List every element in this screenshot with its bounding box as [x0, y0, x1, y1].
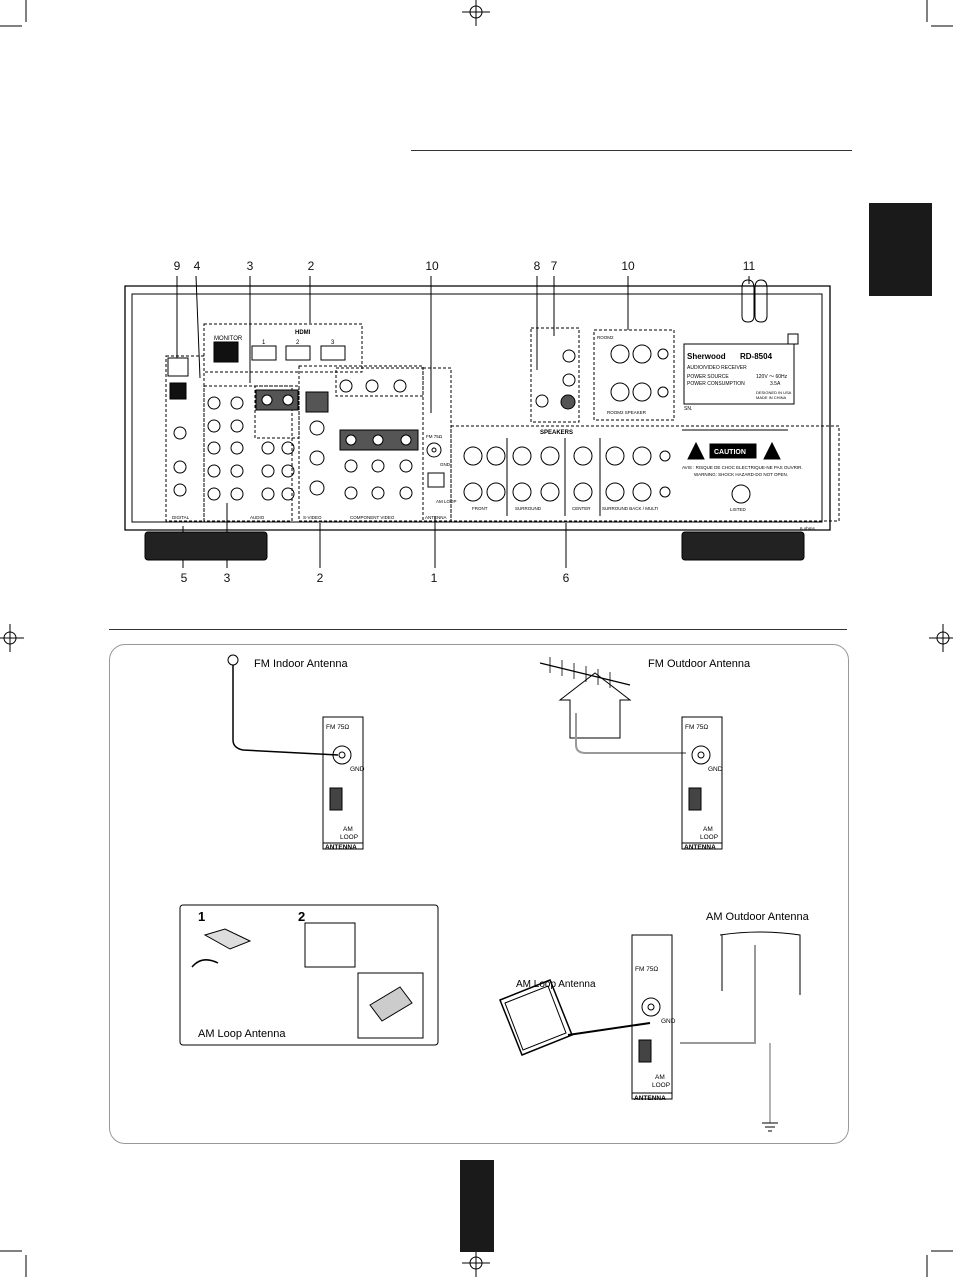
- callout-10b: 10: [621, 259, 635, 273]
- left-antenna-label: ANTENNA: [325, 844, 357, 851]
- power-source-value: 120V ～ 60Hz: [756, 374, 788, 380]
- right-antenna-label: ANTENNA: [684, 844, 716, 851]
- section-tab: [869, 203, 932, 296]
- fm-indoor-antenna-label: FM Indoor Antenna: [254, 658, 348, 670]
- gnd-label: GND: [440, 462, 451, 467]
- monitor-label: MONITOR: [214, 336, 243, 342]
- room2-speaker-label: ROOM2 SPEAKER: [607, 410, 647, 415]
- section-rule: [109, 629, 847, 630]
- callout-11: 11: [742, 259, 756, 273]
- step-2-label: 2: [298, 909, 305, 924]
- brand-label: Sherwood: [687, 352, 726, 361]
- rear-panel-diagram: HDMI MONITOR 1 2 3 SPEAKERS FRONT SURROU…: [124, 275, 840, 568]
- callout-6: 6: [562, 571, 570, 585]
- center-label: CENTER: [572, 506, 591, 511]
- surround-label: SURROUND: [515, 506, 542, 511]
- callout-1: 1: [430, 571, 438, 585]
- sn-label: SN.: [684, 406, 692, 412]
- callout-10: 10: [425, 259, 439, 273]
- room2-label: ROOM2: [597, 335, 614, 340]
- left-am-label: AM: [343, 826, 353, 833]
- right-gnd-label: GND: [708, 766, 723, 773]
- component-label: COMPONENT VIDEO: [350, 515, 395, 520]
- digital-label: DIGITAL: [172, 515, 190, 520]
- am-loop-label: AM LOOP: [436, 499, 457, 504]
- am-am-label: AM: [655, 1074, 665, 1081]
- left-loop-label: LOOP: [340, 834, 358, 841]
- callout-9: 9: [173, 259, 181, 273]
- hdmi-num-2: 2: [296, 340, 300, 346]
- power-consumption-value: 3.5A: [770, 381, 781, 387]
- antenna-connection-panel: [109, 644, 849, 1144]
- speakers-label: SPEAKERS: [540, 430, 573, 436]
- product-label: AUDIO/VIDEO RECEIVER: [687, 365, 747, 371]
- svideo-label: S-VIDEO: [303, 515, 322, 520]
- surround-back-label: SURROUND BACK / MULTI: [602, 506, 658, 511]
- callout-7: 7: [550, 259, 558, 273]
- am-loop-antenna-label-left: AM Loop Antenna: [198, 1028, 286, 1040]
- listed-label: LISTED: [730, 507, 747, 512]
- callout-3: 3: [246, 259, 254, 273]
- am-outdoor-antenna-label: AM Outdoor Antenna: [706, 911, 810, 923]
- power-consumption-label: POWER CONSUMPTION: [687, 381, 745, 387]
- right-am-label: AM: [703, 826, 713, 833]
- warning-fr: AVIS : RISQUE DE CHOC ELECTRIQUE-NE PAS …: [682, 465, 803, 470]
- page-number-box: [460, 1160, 494, 1252]
- am-loop-antenna-label-right: AM Loop Antenna: [516, 979, 596, 990]
- front-label: FRONT: [472, 506, 488, 511]
- power-source-label: POWER SOURCE: [687, 374, 729, 380]
- designed-label: DESIGNED IN USA: [756, 390, 792, 395]
- left-fm75-label: FM 75Ω: [326, 724, 349, 731]
- fm-outdoor-antenna-label: FM Outdoor Antenna: [648, 658, 751, 670]
- left-gnd-label: GND: [350, 766, 365, 773]
- right-loop-label: LOOP: [700, 834, 718, 841]
- am-gnd-label: GND: [661, 1018, 676, 1025]
- callout-4: 4: [193, 259, 201, 273]
- hdmi-label: HDMI: [295, 330, 311, 336]
- antenna-label: ANTENNA: [425, 515, 447, 520]
- antenna-diagrams: FM Indoor Antenna FM Outdoor Antenna AM …: [179, 654, 810, 1132]
- header-rule: [411, 150, 852, 151]
- warning-en: WARNING: SHOCK HAZARD-DO NOT OPEN.: [694, 472, 788, 477]
- step-1-label: 1: [198, 909, 205, 924]
- caution-label: CAUTION: [714, 449, 746, 456]
- made-label: MADE IN CHINA: [756, 395, 787, 400]
- callout-2b: 2: [316, 571, 324, 585]
- right-fm75-label: FM 75Ω: [685, 724, 708, 731]
- am-loop-label: LOOP: [652, 1082, 670, 1089]
- callout-2: 2: [307, 259, 315, 273]
- callout-3b: 3: [223, 571, 231, 585]
- callout-8: 8: [533, 259, 541, 273]
- callout-5: 5: [180, 571, 188, 585]
- hdmi-num-1: 1: [262, 340, 266, 346]
- fm75-label: FM 75Ω: [426, 434, 443, 439]
- ohms-label: 6 ohms: [800, 526, 816, 531]
- hdmi-num-3: 3: [331, 340, 335, 346]
- am-antenna-label: ANTENNA: [634, 1095, 666, 1102]
- audio-label: AUDIO: [250, 515, 265, 520]
- model-label: RD-8504: [740, 352, 773, 361]
- am-fm75-label: FM 75Ω: [635, 966, 658, 973]
